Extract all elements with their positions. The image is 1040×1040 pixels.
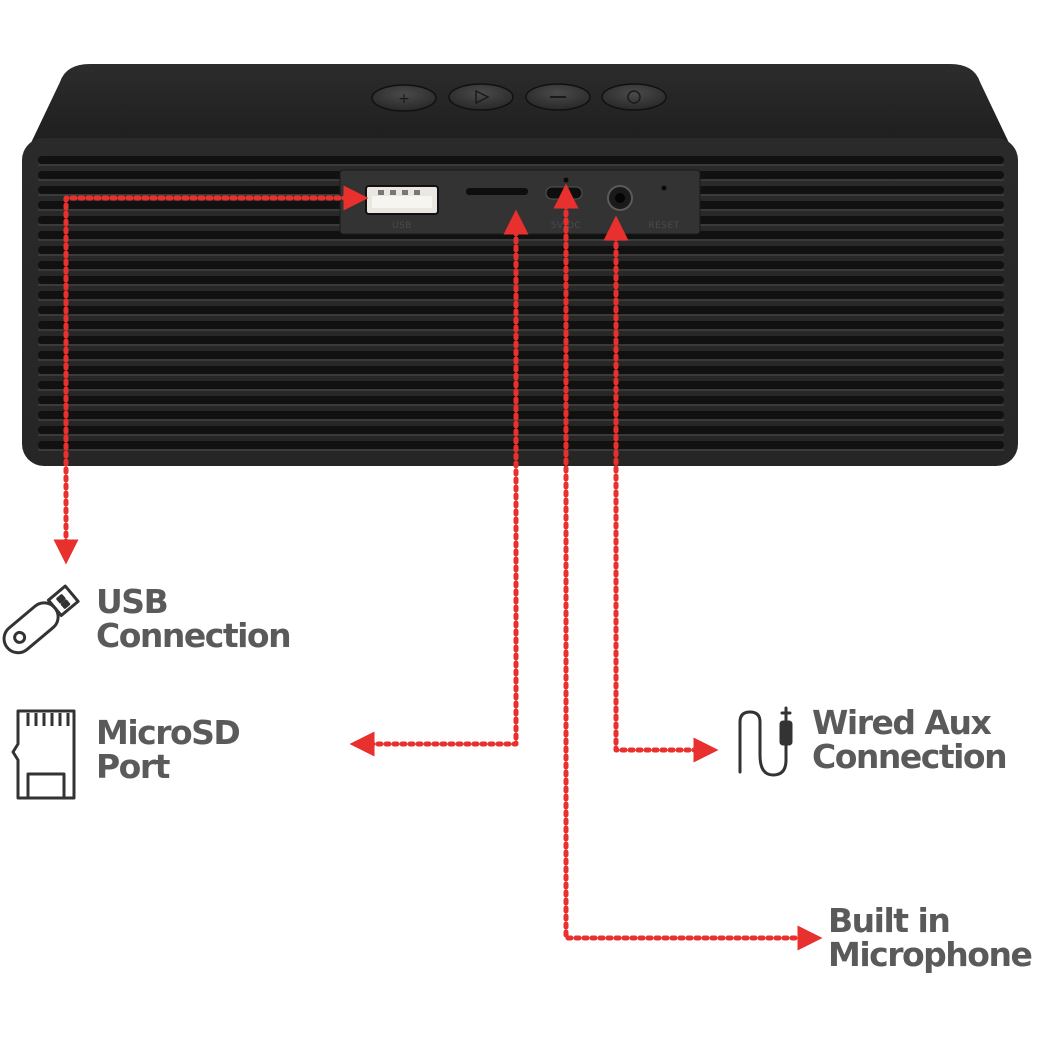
reset-hole [661,185,667,191]
usb-label-line1: USB [96,582,169,621]
grille-ridge [38,321,1004,329]
port-panel: USB 5V/DC RESET [339,169,701,235]
usb-connection-label: USB Connection [96,582,292,655]
grille-ridge [38,396,1004,404]
mic-arrow [553,183,823,951]
mic-label-line1: Built in [828,901,951,940]
aux-arrow [603,215,719,763]
grille-highlight [38,299,1004,301]
grille-highlight [38,434,1004,436]
usb-label-line2: Connection [96,616,292,655]
microsd-label-line2: Port [96,747,170,786]
grille-highlight [38,314,1004,316]
microsd-label-line1: MicroSD [96,713,241,752]
microphone-hole [563,177,569,183]
plus-icon: + [398,91,410,107]
volume-up-button[interactable] [371,84,437,112]
grille-ridge [38,426,1004,434]
grille-highlight [38,164,1004,166]
grille-highlight [38,269,1004,271]
aux-label-line1: Wired Aux [812,703,992,742]
power-icon [627,90,641,104]
grille-highlight [38,389,1004,391]
mic-label-line2: Microphone [828,935,1033,974]
aux-connection-label: Wired Aux Connection [812,703,1008,776]
control-buttons: + [371,83,667,112]
usb-arrow [53,185,369,565]
grille-ridge [38,441,1004,449]
grille-highlight [38,449,1004,451]
callout-arrows [53,183,823,951]
grille-ridge [38,381,1004,389]
grille-highlight [38,284,1004,286]
usb-silk-label: USB [392,221,412,231]
microsd-arrow [349,209,529,757]
microsd-port-label: MicroSD Port [96,713,241,786]
grille-ridge [38,411,1004,419]
grille-ridge [38,336,1004,344]
grille-ridge [38,351,1004,359]
grille-ridge [38,276,1004,284]
speaker-top [30,64,1010,145]
grille-highlight [38,254,1004,256]
grille-ridge [38,306,1004,314]
aux-cable-icon [738,706,793,777]
microsd-card-icon [11,709,76,800]
play-button[interactable] [448,83,514,111]
grille-highlight [38,404,1004,406]
grille-ridge [38,366,1004,374]
usb-drive-icon [2,584,80,655]
play-icon [475,89,490,105]
grille-highlight [38,419,1004,421]
grille-ridge [38,156,1004,164]
power-button[interactable] [601,83,667,111]
grille-ridge [38,291,1004,299]
grille-highlight [38,374,1004,376]
aux-label-line2: Connection [812,737,1008,776]
grille-highlight [38,344,1004,346]
built-in-microphone-label: Built in Microphone [828,901,1033,974]
microsd-slot [466,188,528,195]
grille-ridge [38,261,1004,269]
reset-silk-label: RESET [648,221,679,231]
grille-highlight [38,239,1004,241]
grille-highlight [38,359,1004,361]
speaker: + USB 5V/DC RESET [22,64,1018,466]
grille-ridge [38,246,1004,254]
grille-highlight [38,329,1004,331]
